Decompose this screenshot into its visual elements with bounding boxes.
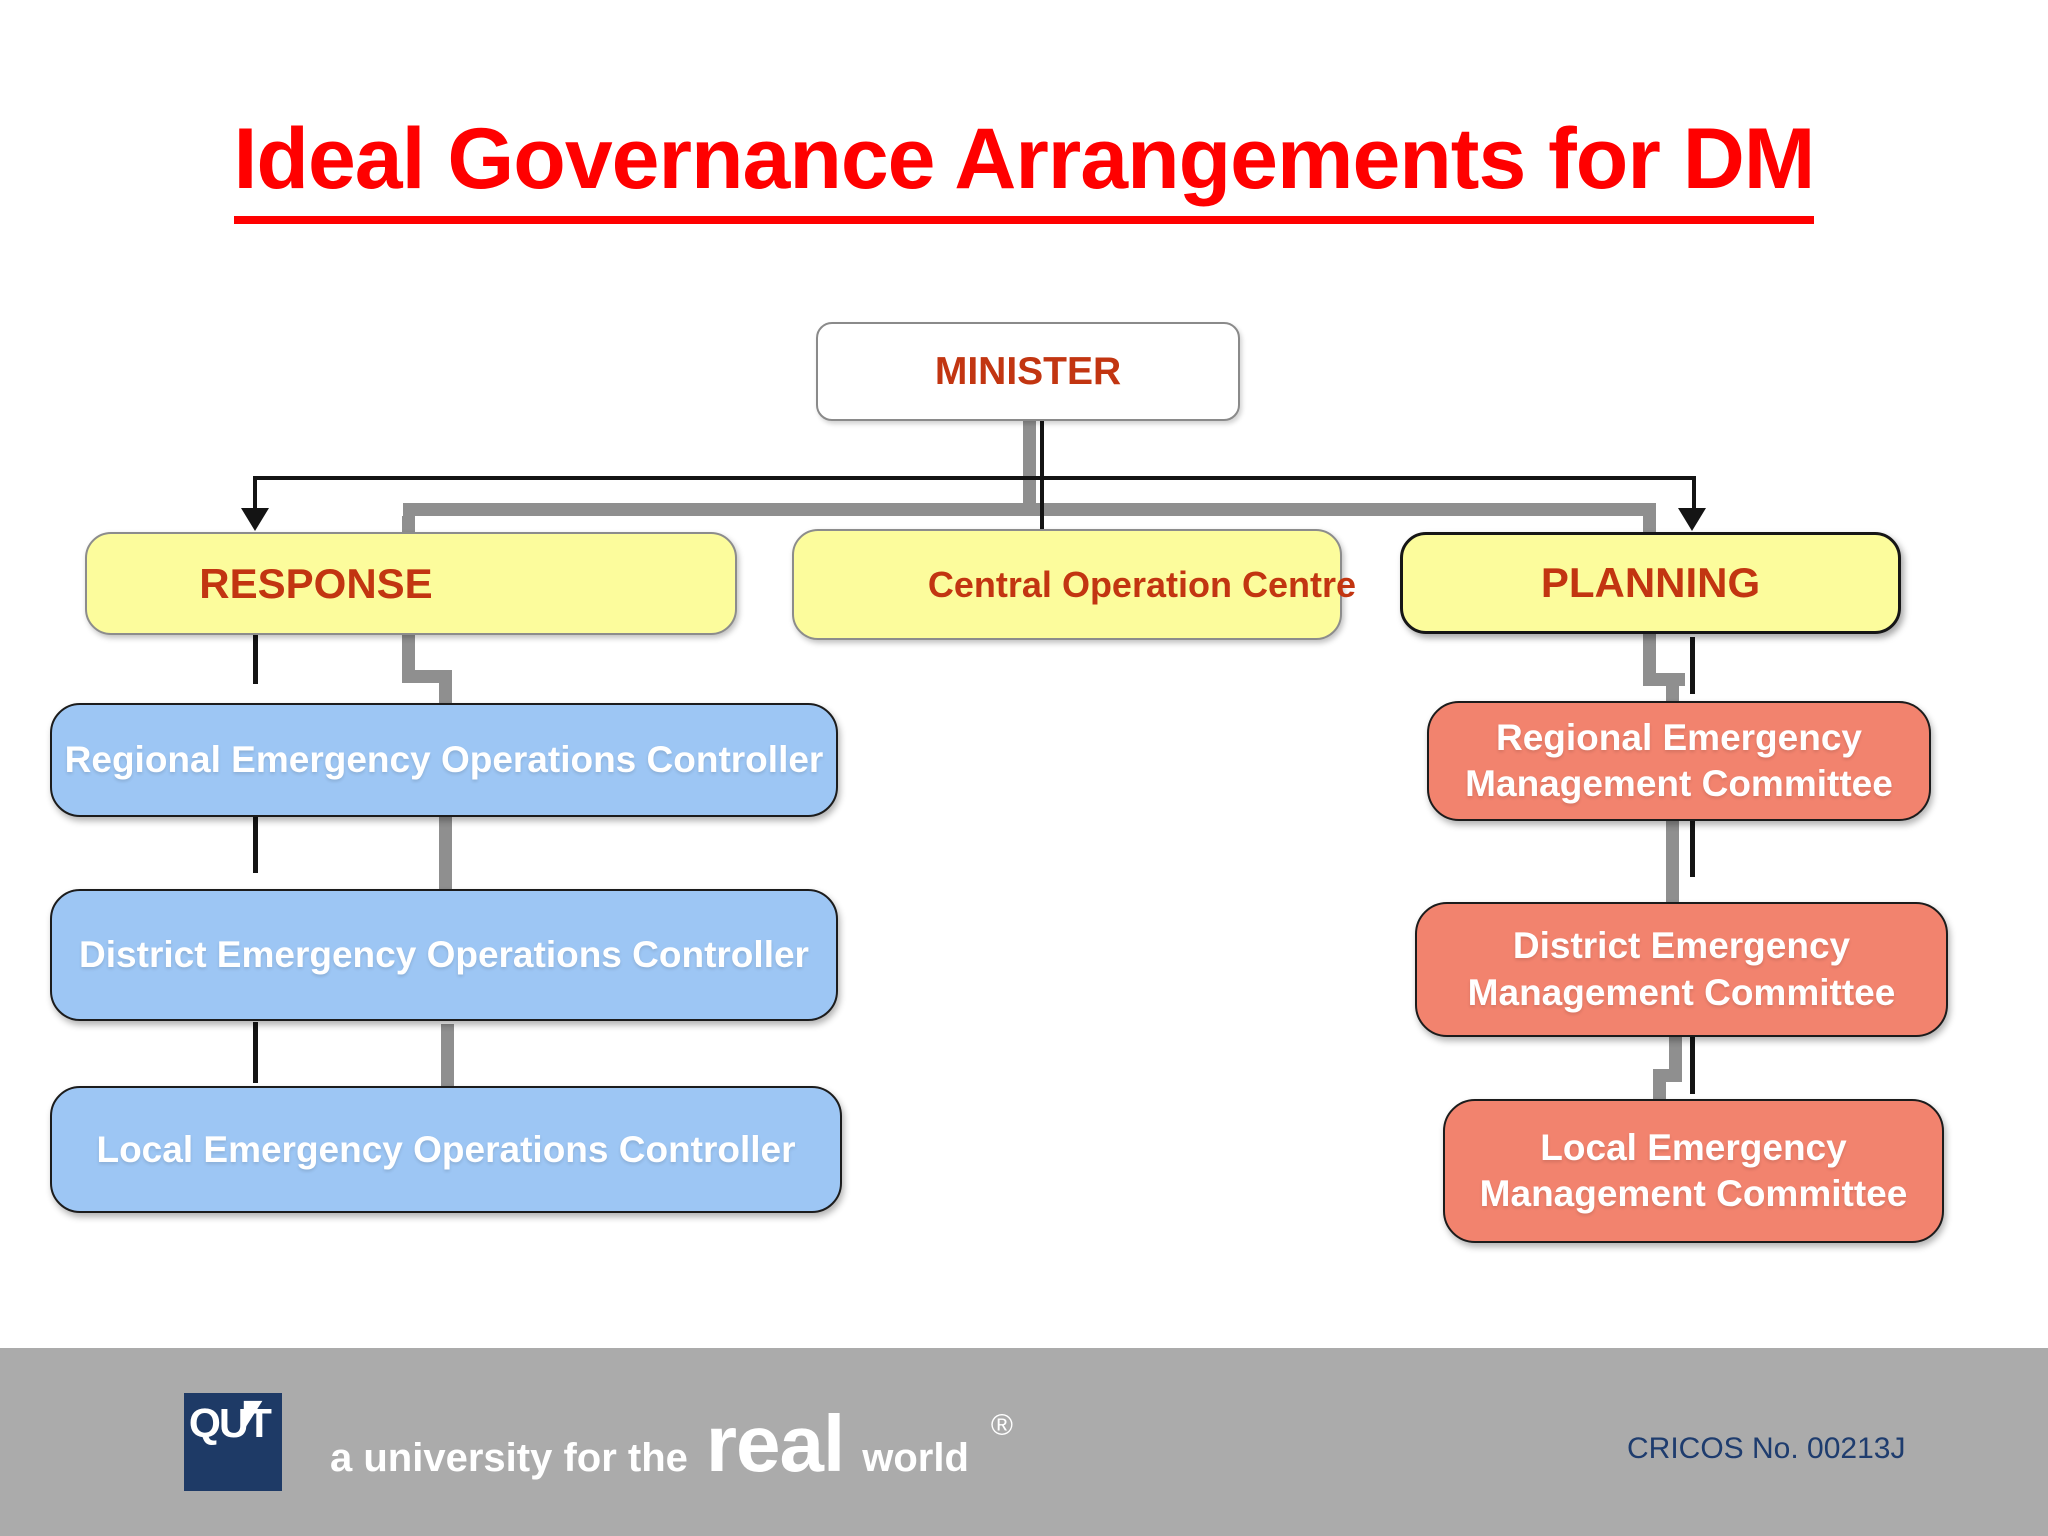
node-minister-label: MINISTER (934, 349, 1122, 393)
node-district-operations-label: District Emergency Operations Controller (79, 934, 809, 975)
connector-district-local-ops (441, 1024, 454, 1090)
node-district-committee-label: District Emergency Management Committee (1467, 925, 1896, 1013)
dash-district-local-emc (1690, 1035, 1695, 1094)
node-district-operations-controller: District Emergency Operations Controller (50, 889, 838, 1021)
connector-regional-district-emc (1666, 821, 1679, 905)
arrowhead-response (241, 508, 269, 531)
connector-black-drop-planning (1692, 476, 1696, 510)
footer-bar: QUT a university for the real world ® CR… (0, 1348, 2048, 1536)
connector-minister-centre-line (1040, 421, 1044, 529)
node-minister: MINISTER (816, 322, 1240, 421)
footer-tagline: a university for the real world ® (330, 1398, 1013, 1490)
registered-trademark-icon: ® (990, 1409, 1013, 1442)
connector-district-local-emc-b (1653, 1069, 1666, 1103)
node-local-management-committee: Local Emergency Management Committee (1443, 1099, 1944, 1243)
dash-regional-district-ops (253, 815, 258, 873)
connector-regional-district-ops (439, 817, 452, 892)
qut-logo-text: QUT (189, 1400, 272, 1446)
page-title: Ideal Governance Arrangements for DM (0, 110, 2048, 224)
arrowhead-planning (1678, 508, 1706, 531)
node-regional-committee-label: Regional Emergency Management Committee (1465, 716, 1893, 804)
node-district-management-committee: District Emergency Management Committee (1415, 902, 1948, 1037)
node-central-operation-centre-label: Central Operation Centre (927, 563, 1356, 605)
dash-response-regional-ops (253, 634, 258, 684)
connector-response-regional-b (439, 670, 452, 706)
dash-regional-district-emc (1690, 819, 1695, 877)
connector-black-drop-response (253, 476, 257, 510)
node-response: RESPONSE (85, 532, 737, 635)
tagline-emphasis: real (705, 1399, 845, 1488)
connector-gray-into-planning (1643, 516, 1656, 536)
node-central-operation-centre: Central Operation Centre (792, 529, 1356, 640)
connector-gray-into-response (402, 516, 415, 536)
node-planning-label: PLANNING (1540, 559, 1761, 606)
dash-planning-regional-emc (1690, 637, 1695, 694)
connector-gray-horizontal-main (403, 503, 1656, 516)
dash-district-local-ops (253, 1022, 258, 1083)
node-regional-operations-controller: Regional Emergency Operations Controller (50, 703, 838, 817)
cricos-number: CRICOS No. 00213J (1627, 1432, 1906, 1465)
connector-planning-regional-b (1666, 673, 1679, 705)
node-regional-operations-label: Regional Emergency Operations Controller (64, 739, 824, 780)
connector-black-horizontal-main (253, 476, 1696, 480)
tagline-prefix: a university for the (330, 1436, 688, 1480)
node-regional-management-committee: Regional Emergency Management Committee (1427, 701, 1931, 821)
node-response-label: RESPONSE (199, 559, 433, 607)
node-planning: PLANNING (1400, 532, 1901, 634)
node-local-operations-label: Local Emergency Operations Controller (96, 1128, 796, 1170)
tagline-suffix: world (862, 1436, 969, 1480)
qut-logo: QUT (184, 1393, 282, 1491)
node-local-committee-label: Local Emergency Management Committee (1479, 1126, 1908, 1214)
node-local-operations-controller: Local Emergency Operations Controller (50, 1086, 842, 1213)
connector-minister-gray-stub (1023, 421, 1036, 516)
